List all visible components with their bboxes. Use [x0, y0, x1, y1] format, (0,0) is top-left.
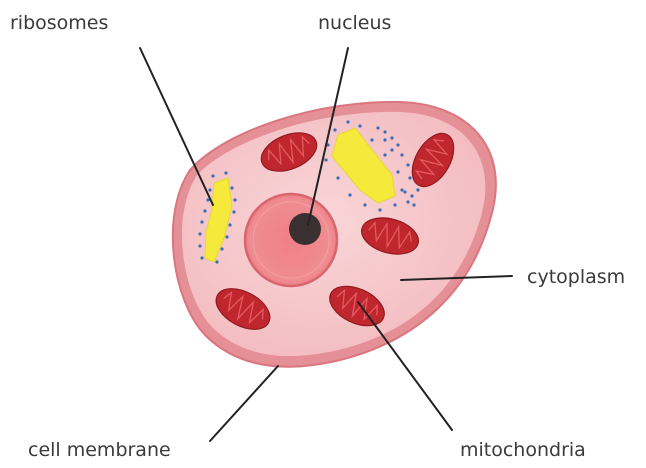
label-cytoplasm: cytoplasm	[527, 266, 625, 288]
label-cell-membrane: cell membrane	[28, 439, 171, 461]
nucleus	[245, 194, 337, 286]
label-nucleus: nucleus	[318, 12, 391, 34]
label-mitochondria: mitochondria	[460, 439, 586, 461]
leader-ribosomes	[140, 48, 213, 205]
nucleolus	[289, 213, 321, 245]
label-ribosomes: ribosomes	[10, 12, 108, 34]
leader-cell-membrane	[210, 366, 278, 441]
